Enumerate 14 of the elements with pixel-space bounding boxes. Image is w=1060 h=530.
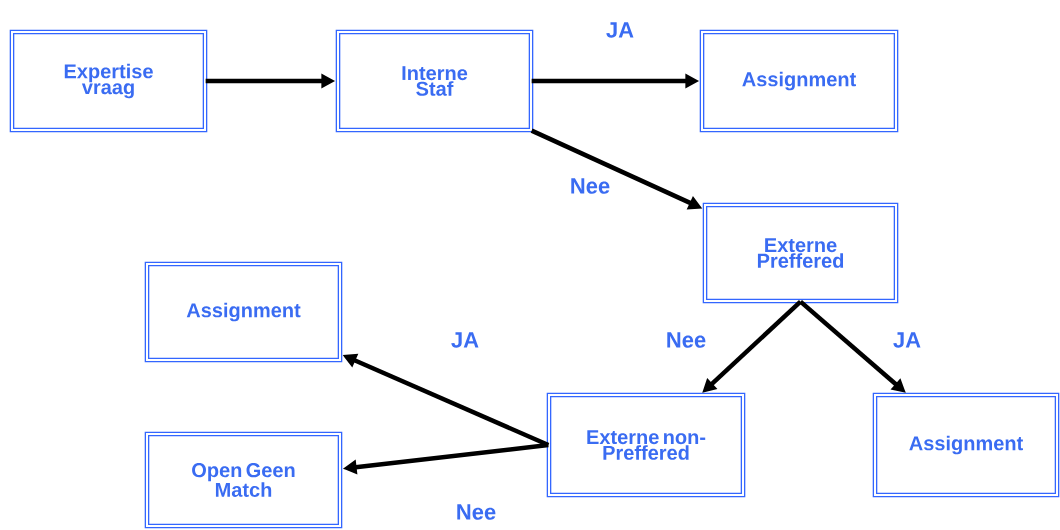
process-box: Open Geen Match xyxy=(144,431,343,529)
edge-label: Nee xyxy=(571,178,610,194)
process-box: Assignment xyxy=(699,29,899,133)
process-box: Expertise vraag xyxy=(9,29,208,133)
process-box: Assignment xyxy=(872,392,1060,498)
process-box: Externe non-Preffered xyxy=(546,392,746,498)
process-box: Externe Preffered xyxy=(702,202,899,304)
edge-label: JA xyxy=(451,332,479,348)
edge-label: Nee xyxy=(457,504,496,520)
process-box: Assignment xyxy=(144,261,343,363)
process-box: Interne Staf xyxy=(335,29,534,133)
edge-label: JA xyxy=(893,332,921,348)
edge-label: JA xyxy=(606,22,634,38)
edge-label: Nee xyxy=(667,332,706,348)
